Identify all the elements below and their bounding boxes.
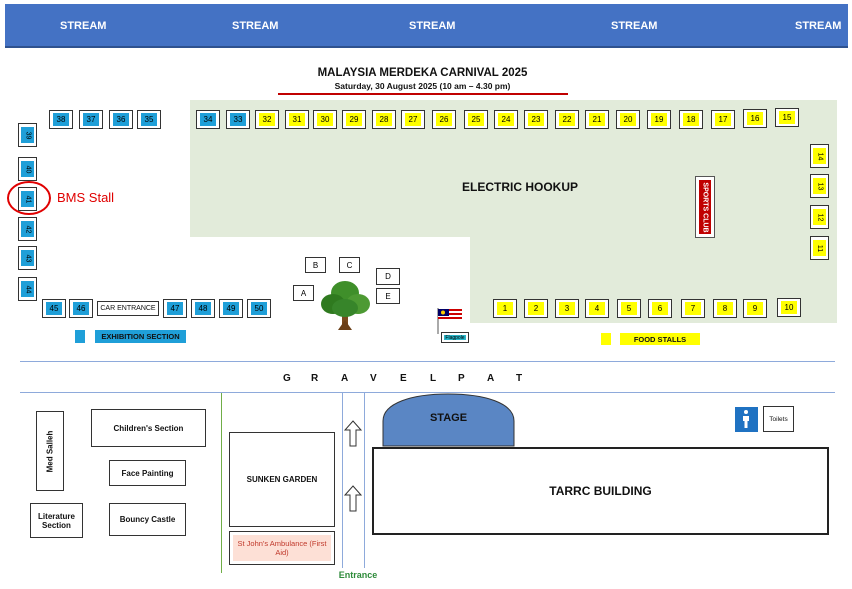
tree-icon xyxy=(318,278,373,334)
stall-2[interactable]: 2 xyxy=(524,299,548,318)
stall-35[interactable]: 35 xyxy=(137,110,161,129)
entrance-path-left-line xyxy=(342,393,343,568)
bouncy-castle: Bouncy Castle xyxy=(109,503,186,536)
stall-17[interactable]: 17 xyxy=(711,110,735,129)
stage-label: STAGE xyxy=(429,412,468,424)
entrance-path-right-line xyxy=(364,393,365,568)
stall-44[interactable]: 44 xyxy=(18,277,37,301)
exhibition-legend-swatch xyxy=(75,330,85,343)
stream-bar: STREAM STREAM STREAM STREAM STREAM xyxy=(5,4,848,48)
face-painting: Face Painting xyxy=(109,460,186,486)
bms-stall-label: BMS Stall xyxy=(57,190,115,205)
stall-45[interactable]: 45 xyxy=(42,299,66,318)
gravel-path-top-line xyxy=(20,361,835,362)
med-salleh: Med Salleh xyxy=(36,411,64,491)
toilets-label: Toilets xyxy=(763,406,794,432)
malaysia-flag-icon xyxy=(436,308,466,334)
stall-23[interactable]: 23 xyxy=(524,110,548,129)
stream-label: STREAM xyxy=(409,20,456,32)
stall-34[interactable]: 34 xyxy=(196,110,220,129)
stall-18[interactable]: 18 xyxy=(679,110,703,129)
stall-50[interactable]: 50 xyxy=(247,299,271,318)
stall-8[interactable]: 8 xyxy=(713,299,737,318)
area-e[interactable]: E xyxy=(376,288,400,304)
food-legend-swatch xyxy=(601,333,611,345)
arrow-up-icon xyxy=(343,485,363,512)
stream-label: STREAM xyxy=(232,20,279,32)
stall-29[interactable]: 29 xyxy=(342,110,366,129)
stall-26[interactable]: 26 xyxy=(432,110,456,129)
stall-33[interactable]: 33 xyxy=(226,110,250,129)
stall-27[interactable]: 27 xyxy=(401,110,425,129)
arrow-up-icon xyxy=(343,420,363,447)
stall-10[interactable]: 10 xyxy=(777,298,801,317)
stall-47[interactable]: 47 xyxy=(163,299,187,318)
flagpole-box: Flagpole xyxy=(441,332,469,343)
stall-11[interactable]: 11 xyxy=(810,236,829,260)
stall-1[interactable]: 1 xyxy=(493,299,517,318)
stall-6[interactable]: 6 xyxy=(648,299,672,318)
stall-39[interactable]: 39 xyxy=(18,123,37,147)
stall-25[interactable]: 25 xyxy=(464,110,488,129)
area-b[interactable]: B xyxy=(305,257,326,273)
map-title: MALAYSIA MERDEKA CARNIVAL 2025 xyxy=(317,67,528,79)
map-subtitle: Saturday, 30 August 2025 (10 am – 4.30 p… xyxy=(334,81,511,91)
title-underline xyxy=(278,93,568,95)
stall-16[interactable]: 16 xyxy=(743,109,767,128)
stall-46[interactable]: 46 xyxy=(69,299,93,318)
electric-hookup-label: ELECTRIC HOOKUP xyxy=(461,180,578,194)
stream-label: STREAM xyxy=(60,20,107,32)
flagpole-label: Flagpole xyxy=(444,334,466,341)
stall-19[interactable]: 19 xyxy=(647,110,671,129)
entrance-label: Entrance xyxy=(338,570,378,580)
stall-15[interactable]: 15 xyxy=(775,108,799,127)
stall-9[interactable]: 9 xyxy=(743,299,767,318)
stall-4[interactable]: 4 xyxy=(585,299,609,318)
bms-stall-highlight xyxy=(7,181,51,215)
stall-40[interactable]: 40 xyxy=(18,157,37,181)
childrens-section: Children's Section xyxy=(91,409,206,447)
first-aid-label: St John's Ambulance (First Aid) xyxy=(233,535,331,561)
stage: STAGE xyxy=(382,393,515,447)
toilet-icon xyxy=(735,407,758,432)
stall-21[interactable]: 21 xyxy=(585,110,609,129)
stall-12[interactable]: 12 xyxy=(810,205,829,229)
area-c[interactable]: C xyxy=(339,257,360,273)
food-stalls-legend: FOOD STALLS xyxy=(620,333,700,345)
stream-label: STREAM xyxy=(611,20,658,32)
area-a[interactable]: A xyxy=(293,285,314,301)
sunken-garden: SUNKEN GARDEN xyxy=(229,432,335,527)
gravel-path-bottom-line xyxy=(20,392,835,393)
stall-5[interactable]: 5 xyxy=(617,299,641,318)
stall-22[interactable]: 22 xyxy=(555,110,579,129)
stall-37[interactable]: 37 xyxy=(79,110,103,129)
stall-28[interactable]: 28 xyxy=(372,110,396,129)
first-aid-box: St John's Ambulance (First Aid) xyxy=(229,531,335,565)
stall-38[interactable]: 38 xyxy=(49,110,73,129)
stall-20[interactable]: 20 xyxy=(616,110,640,129)
car-entrance: CAR ENTRANCE xyxy=(97,301,159,316)
literature-section: Literature Section xyxy=(30,503,83,538)
area-d[interactable]: D xyxy=(376,268,400,285)
stall-43[interactable]: 43 xyxy=(18,246,37,270)
stall-13[interactable]: 13 xyxy=(810,174,829,198)
stall-30[interactable]: 30 xyxy=(313,110,337,129)
sports-club: SPORTS CLUB xyxy=(695,176,715,238)
green-boundary-line xyxy=(221,393,222,573)
stall-49[interactable]: 49 xyxy=(219,299,243,318)
stall-7[interactable]: 7 xyxy=(681,299,705,318)
exhibition-section-legend: EXHIBITION SECTION xyxy=(95,330,186,343)
stream-label: STREAM xyxy=(795,20,842,32)
stall-14[interactable]: 14 xyxy=(810,144,829,168)
sports-club-label: SPORTS CLUB xyxy=(701,181,709,233)
stall-48[interactable]: 48 xyxy=(191,299,215,318)
stall-24[interactable]: 24 xyxy=(494,110,518,129)
stall-3[interactable]: 3 xyxy=(555,299,579,318)
stall-36[interactable]: 36 xyxy=(109,110,133,129)
stall-31[interactable]: 31 xyxy=(285,110,309,129)
tarrc-building: TARRC BUILDING xyxy=(372,447,829,535)
stall-42[interactable]: 42 xyxy=(18,217,37,241)
stall-32[interactable]: 32 xyxy=(255,110,279,129)
